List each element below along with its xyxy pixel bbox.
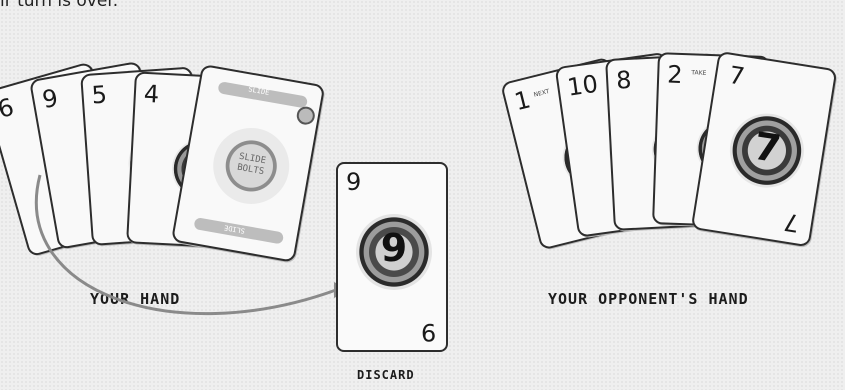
card-tag: TAKE [691,69,706,77]
card-emblem-icon: 7 [725,108,810,193]
discard-value-bottom: 9 [421,318,436,346]
card-value: 7 [727,61,746,91]
discard-value-top: 9 [346,168,361,196]
discard-emblem-icon: 9 [356,214,432,290]
opponent-hand: 1 NEXT 10 8 2 TAKE 7 7 7 YOUR OPPONENT'S… [520,0,840,300]
card-value: 2 [667,60,683,89]
discard-card[interactable]: 9 9 9 [336,162,448,352]
opponent-hand-label: YOUR OPPONENT'S HAND [548,290,749,308]
card-tag: NEXT [533,88,550,99]
card-emblem-value: 7 [727,120,807,175]
card-value: 10 [566,70,600,102]
card-value: 1 [512,85,534,116]
discard-emblem-value: 9 [356,226,432,270]
discard-label: DISCARD [357,368,415,382]
card-value: 8 [615,66,632,95]
card-value-bottom: 7 [782,207,801,237]
